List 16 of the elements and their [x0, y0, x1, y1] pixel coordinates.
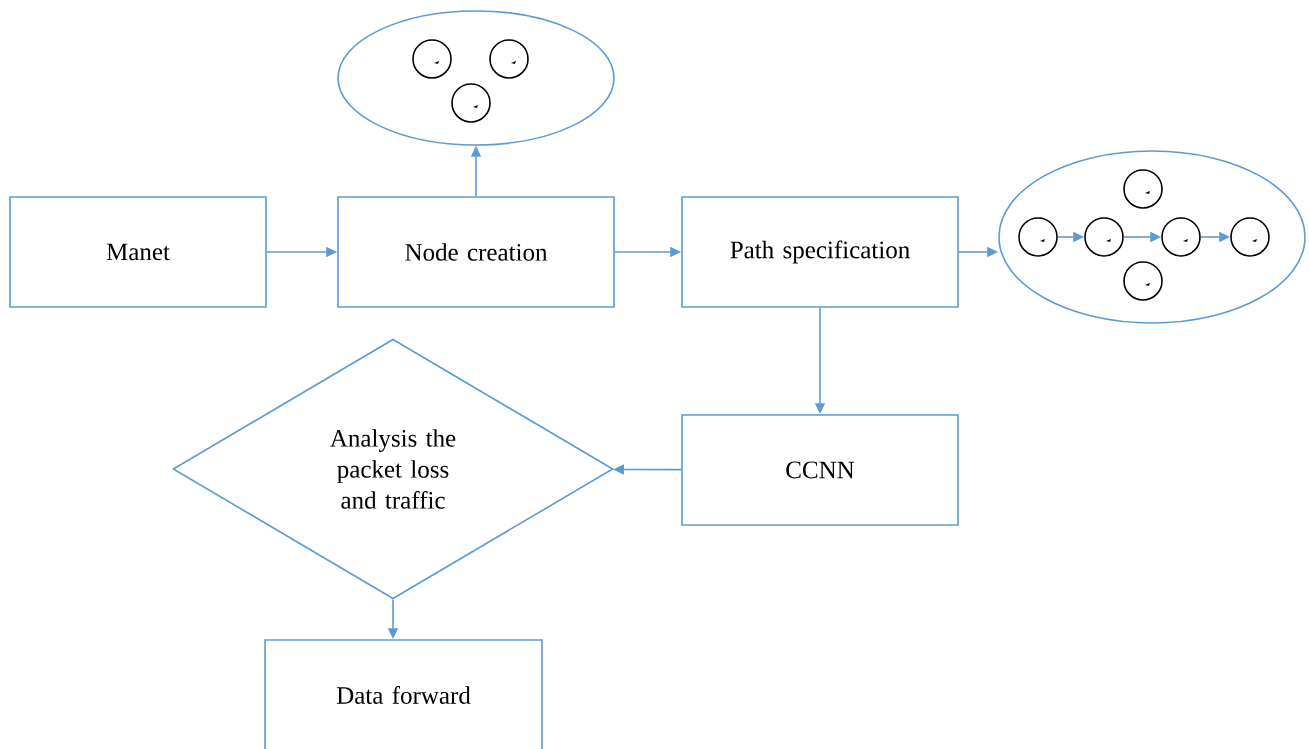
network-node [1123, 169, 1163, 209]
network-node [1161, 217, 1201, 257]
network-node [1123, 261, 1163, 301]
process-box: Node creation [337, 196, 615, 308]
network-node [412, 39, 452, 79]
network-ellipse [337, 10, 615, 146]
network-node [1230, 217, 1270, 257]
network-node [451, 83, 491, 123]
process-box: Manet [9, 196, 267, 308]
network-node [1084, 217, 1124, 257]
network-node [1018, 217, 1058, 257]
process-box: Path specification [681, 196, 959, 308]
network-ellipse [998, 150, 1306, 324]
network-node [489, 39, 529, 79]
process-box: Data forward [264, 639, 543, 749]
process-box: CCNN [681, 414, 959, 526]
